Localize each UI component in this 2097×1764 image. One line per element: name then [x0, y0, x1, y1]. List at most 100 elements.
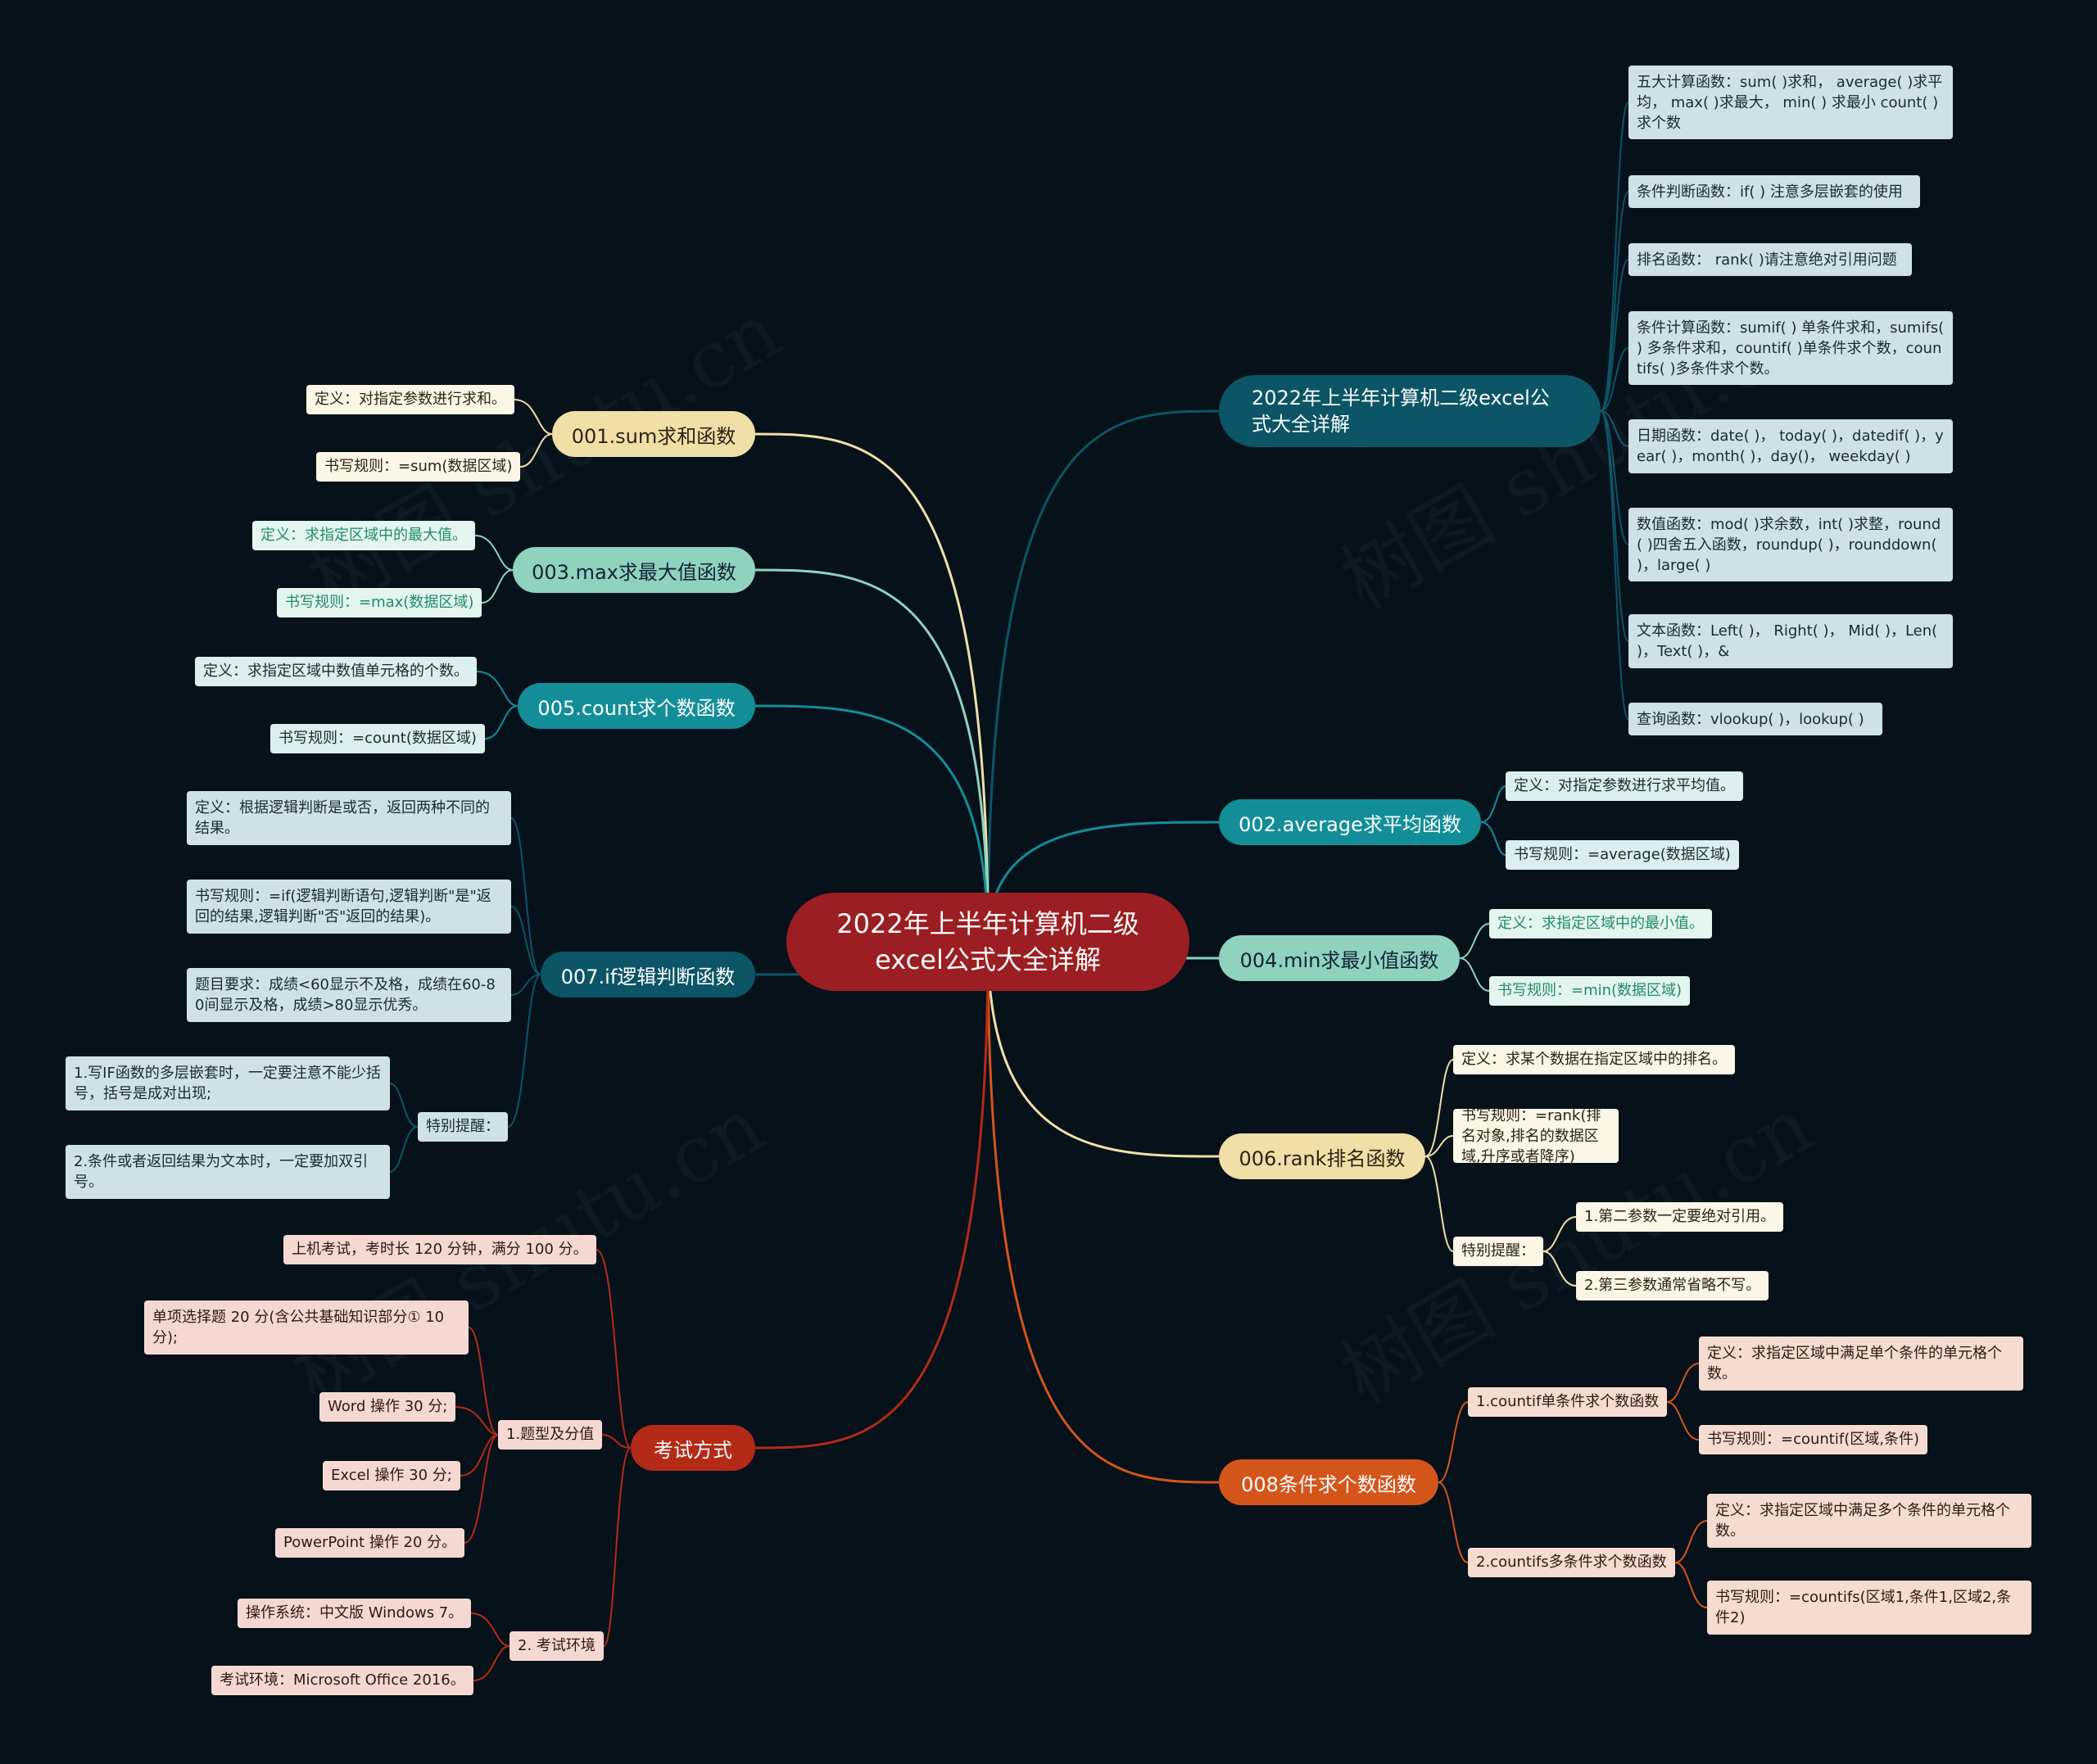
connector-line	[1424, 1135, 1454, 1157]
connector-line	[1424, 1156, 1454, 1252]
connector-line	[389, 1083, 419, 1128]
if-task[interactable]: 题目要求：成绩<60显示不及格，成绩在60-80间显示及格，成绩>80显示优秀。	[187, 968, 511, 1022]
rank-notice[interactable]: 2.第三参数通常省略不写。	[1576, 1271, 1769, 1300]
connector-line	[474, 535, 514, 571]
connector-line	[510, 974, 541, 996]
rank-notice-label[interactable]: 特别提醒：	[1453, 1237, 1543, 1266]
countif-single-label[interactable]: 1.countif单条件求个数函数	[1468, 1387, 1668, 1417]
average-rule[interactable]: 书写规则：=average(数据区域)	[1506, 840, 1739, 870]
branch-max[interactable]: 003.max求最大值函数	[513, 547, 755, 593]
overview-item[interactable]: 查询函数：vlookup( )，lookup( )	[1628, 703, 1882, 735]
connector-line	[754, 432, 990, 943]
min-rule[interactable]: 书写规则：=min(数据区域)	[1489, 976, 1691, 1006]
rank-definition[interactable]: 定义：求某个数据在指定区域中的排名。	[1453, 1045, 1735, 1074]
exam-types-label[interactable]: 1.题型及分值	[498, 1420, 603, 1450]
countifs-multi-rule[interactable]: 书写规则：=countifs(区域1,条件1,区域2,条件2)	[1707, 1581, 2031, 1635]
connector-line	[389, 1126, 419, 1173]
branch-average[interactable]: 002.average求平均函数	[1219, 799, 1481, 845]
root-topic[interactable]: 2022年上半年计算机二级excel公式大全详解	[786, 893, 1189, 991]
connector-line	[1674, 1520, 1708, 1563]
countif-single-rule[interactable]: 书写规则：=countif(区域,条件)	[1699, 1425, 1927, 1454]
connector-line	[514, 399, 553, 435]
connector-line	[510, 906, 541, 975]
connector-line	[986, 941, 1220, 1484]
connector-line	[754, 941, 990, 1450]
connector-line	[464, 1434, 499, 1544]
connector-line	[510, 817, 541, 975]
sum-rule[interactable]: 书写规则：=sum(数据区域)	[316, 452, 521, 482]
max-definition[interactable]: 定义：求指定区域中的最大值。	[252, 521, 475, 550]
rank-rule[interactable]: 书写规则：=rank(排名对象,排名的数据区域,升序或者降序)	[1453, 1107, 1619, 1165]
branch-count[interactable]: 005.count求个数函数	[518, 683, 755, 729]
exam-type-item[interactable]: PowerPoint 操作 20 分。	[275, 1528, 465, 1558]
connector-line	[455, 1406, 499, 1436]
exam-env-item[interactable]: 考试环境：Microsoft Office 2016。	[211, 1666, 473, 1695]
connector-line	[1542, 1216, 1577, 1252]
connector-line	[460, 1434, 499, 1477]
if-notice[interactable]: 2.条件或者返回结果为文本时，一定要加双引号。	[66, 1145, 390, 1199]
min-definition[interactable]: 定义：求指定区域中的最小值。	[1489, 909, 1712, 939]
connector-line	[1424, 1059, 1454, 1157]
branch-exam[interactable]: 考试方式	[631, 1425, 755, 1471]
if-notice-label[interactable]: 特别提醒：	[418, 1112, 508, 1142]
count-definition[interactable]: 定义：求指定区域中数值单元格的个数。	[195, 657, 477, 686]
connector-line	[470, 1612, 510, 1647]
connector-line	[473, 1645, 510, 1681]
overview-item[interactable]: 条件判断函数：if( ) 注意多层嵌套的使用	[1628, 175, 1920, 208]
rank-notice[interactable]: 1.第二参数一定要绝对引用。	[1576, 1202, 1784, 1232]
connector-line	[986, 941, 1220, 1158]
connector-line	[754, 568, 990, 943]
countifs-multi-label[interactable]: 2.countifs多条件求个数函数	[1468, 1548, 1675, 1577]
connector-line	[1600, 102, 1629, 412]
connector-line	[601, 1434, 632, 1449]
exam-env-item[interactable]: 操作系统：中文版 Windows 7。	[238, 1599, 472, 1628]
countif-single-definition[interactable]: 定义：求指定区域中满足单个条件的单元格个数。	[1699, 1337, 2023, 1391]
connector-line	[481, 569, 514, 604]
exam-type-item[interactable]: Excel 操作 30 分;	[323, 1461, 460, 1490]
max-rule[interactable]: 书写规则：=max(数据区域)	[277, 588, 482, 617]
connector-line	[1480, 821, 1506, 856]
exam-type-item[interactable]: 单项选择题 20 分(含公共基础知识部分① 10 分);	[144, 1300, 469, 1355]
connector-line	[1600, 410, 1629, 545]
branch-rank[interactable]: 006.rank排名函数	[1219, 1133, 1425, 1179]
branch-overview[interactable]: 2022年上半年计算机二级excel公式大全详解	[1219, 375, 1601, 447]
count-rule[interactable]: 书写规则：=count(数据区域)	[270, 724, 485, 753]
connector-line	[986, 409, 1220, 943]
connector-line	[1600, 259, 1629, 412]
connector-line	[1459, 957, 1490, 992]
connector-line	[1600, 410, 1629, 447]
branch-min[interactable]: 004.min求最小值函数	[1219, 935, 1460, 981]
overview-item[interactable]: 数值函数：mod( )求余数，int( )求整，round( )四舍五入函数，r…	[1628, 508, 1953, 581]
branch-sum[interactable]: 001.sum求和函数	[552, 411, 755, 457]
exam-env-label[interactable]: 2. 考试环境	[510, 1631, 604, 1661]
if-notice[interactable]: 1.写IF函数的多层嵌套时，一定要注意不能少括号，括号是成对出现;	[66, 1056, 390, 1110]
sum-definition[interactable]: 定义：对指定参数进行求和。	[306, 385, 514, 414]
overview-item[interactable]: 条件计算函数：sumif( ) 单条件求和，sumifs( ) 多条件求和，co…	[1628, 311, 1953, 385]
connector-line	[484, 705, 519, 740]
connector-line	[1666, 1401, 1700, 1441]
overview-item[interactable]: 五大计算函数：sum( )求和， average( )求平均， max( )求最…	[1628, 66, 1953, 139]
connector-line	[754, 704, 990, 943]
connector-line	[1438, 1401, 1469, 1483]
if-rule[interactable]: 书写规则：=if(逻辑判断语句,逻辑判断"是"返回的结果,逻辑判断"否"返回的结…	[187, 880, 511, 934]
connector-line	[1438, 1481, 1469, 1563]
countifs-multi-definition[interactable]: 定义：求指定区域中满足多个条件的单元格个数。	[1707, 1494, 2031, 1548]
connector-line	[468, 1327, 499, 1436]
connector-line	[1674, 1562, 1708, 1608]
exam-type-item[interactable]: Word 操作 30 分;	[319, 1392, 456, 1422]
connector-line	[1459, 923, 1490, 959]
connector-line	[507, 974, 541, 1128]
connector-line	[1480, 785, 1506, 823]
average-definition[interactable]: 定义：对指定参数进行求平均值。	[1506, 771, 1743, 801]
overview-item[interactable]: 日期函数：date( )， today( )，datedif( )，year( …	[1628, 419, 1953, 473]
exam-duration[interactable]: 上机考试，考时长 120 分钟，满分 100 分。	[283, 1235, 596, 1264]
branch-if[interactable]: 007.if逻辑判断函数	[541, 952, 755, 997]
connector-line	[1600, 410, 1629, 720]
overview-item[interactable]: 排名函数： rank( )请注意绝对引用问题	[1628, 243, 1912, 276]
if-definition[interactable]: 定义：根据逻辑判断是或否，返回两种不同的结果。	[187, 791, 511, 845]
branch-countif[interactable]: 008条件求个数函数	[1219, 1459, 1438, 1505]
overview-item[interactable]: 文本函数：Left( )， Right( )， Mid( )，Len( )，Te…	[1628, 614, 1953, 668]
connector-line	[596, 1249, 632, 1449]
